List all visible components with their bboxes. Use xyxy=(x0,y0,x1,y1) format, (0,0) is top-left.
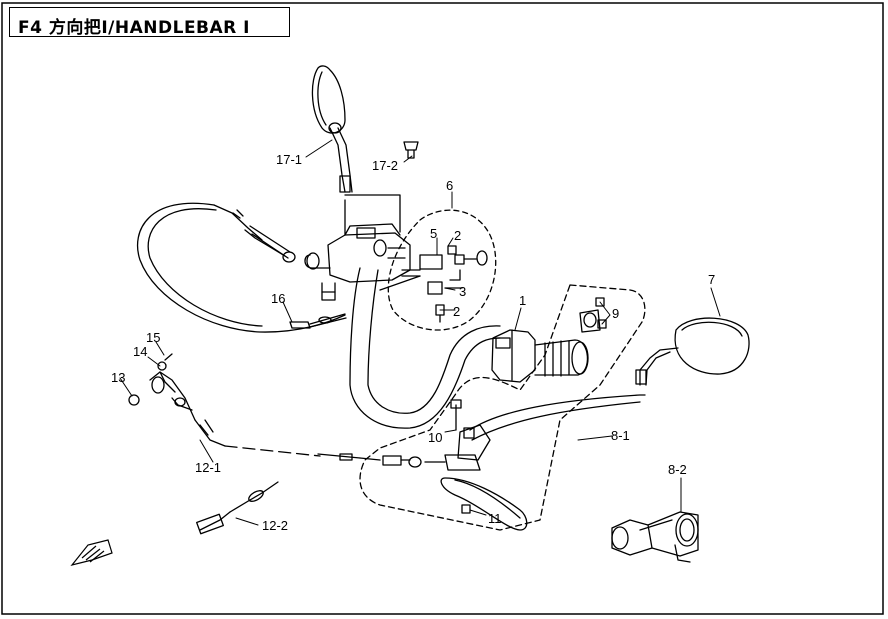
callout-16: 16 xyxy=(271,291,285,306)
choke-lever-assembly xyxy=(213,204,296,263)
group6-dashed-outline xyxy=(387,209,497,331)
switch-wire-dashed xyxy=(224,445,321,457)
clutch-cable-12-1 xyxy=(149,371,226,447)
callout-8-2: 8-2 xyxy=(668,462,687,477)
loop-cable-inner xyxy=(147,208,263,327)
callout-2a: 2 xyxy=(454,228,461,243)
callout-12-2: 12-2 xyxy=(262,518,288,533)
callout-17-1: 17-1 xyxy=(276,152,302,167)
callout-5: 5 xyxy=(430,226,437,241)
handlebar-clamp xyxy=(611,511,699,563)
callout-3: 3 xyxy=(459,284,466,299)
callout-2b: 2 xyxy=(453,304,460,319)
title-box: F4 方向把Ⅰ/HANDLEBAR Ⅰ xyxy=(9,7,290,38)
brake-switch-cable xyxy=(317,453,446,468)
front-direction-arrow-icon xyxy=(70,539,113,567)
small-fasteners xyxy=(128,353,173,406)
left-switch-housing xyxy=(304,223,411,301)
right-mirror xyxy=(635,317,750,386)
group8-dashed-outline xyxy=(359,284,646,531)
brake-lever xyxy=(440,477,528,531)
callout-7: 7 xyxy=(708,272,715,287)
callout-10: 10 xyxy=(428,430,442,445)
cable-end-16 xyxy=(289,313,347,329)
callout-15: 15 xyxy=(146,330,160,345)
leader-lines xyxy=(119,139,721,526)
callout-13: 13 xyxy=(111,370,125,385)
left-mirror xyxy=(311,65,353,193)
mirror-link-line xyxy=(344,194,401,233)
switch-small-parts xyxy=(379,245,488,323)
cable-12-2 xyxy=(196,481,279,535)
throttle-housing xyxy=(491,329,536,383)
callout-6: 6 xyxy=(446,178,453,193)
callout-17-2: 17-2 xyxy=(372,158,398,173)
callout-1: 1 xyxy=(519,293,526,308)
right-grip xyxy=(534,339,589,377)
mirror-cap-part xyxy=(403,141,419,159)
callout-14: 14 xyxy=(133,344,147,359)
callout-9: 9 xyxy=(612,306,619,321)
diagram-title: F4 方向把Ⅰ/HANDLEBAR Ⅰ xyxy=(18,18,251,38)
brake-master-cylinder xyxy=(444,297,646,471)
handlebar-tube xyxy=(349,267,501,429)
callout-11: 11 xyxy=(488,511,502,526)
callout-8-1: 8-1 xyxy=(611,428,630,443)
callout-12-1: 12-1 xyxy=(195,460,221,475)
